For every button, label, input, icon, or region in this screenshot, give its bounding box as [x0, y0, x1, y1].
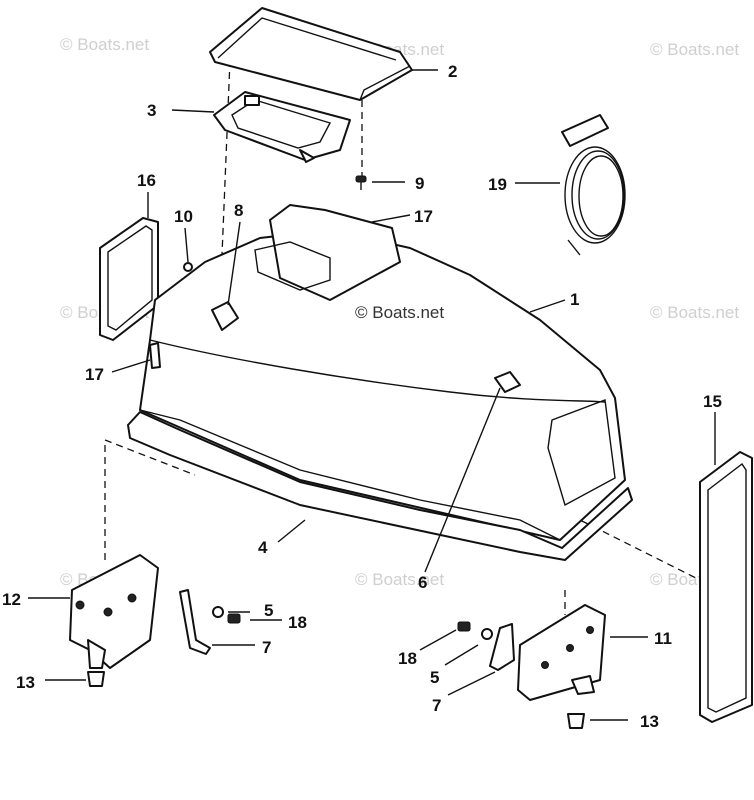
assembly-lines — [104, 59, 701, 615]
leader-lines — [28, 69, 716, 721]
part-13-grommet-left — [87, 671, 105, 687]
part-18-right-bolt — [457, 621, 471, 632]
part-3-intake-frame — [213, 91, 351, 163]
callout-13-left: 13 — [16, 673, 35, 692]
callout-18-right: 18 — [398, 649, 417, 668]
callout-9: 9 — [415, 174, 424, 193]
part-4-seal — [127, 411, 633, 561]
callout-14: 15 — [703, 392, 722, 411]
callout-10: 10 — [174, 207, 193, 226]
callout-13-right: 13 — [640, 712, 659, 731]
part-10-clip — [183, 262, 193, 272]
callout-5-left: 5 — [264, 601, 273, 620]
watermark-mid-right: © Boats.net — [650, 303, 739, 322]
part-18-left-bolt — [227, 613, 241, 624]
callout-4: 4 — [258, 538, 268, 557]
callouts: 2 3 9 19 17 16 10 8 1 17 15 4 6 12 5 18 … — [2, 62, 722, 731]
part-14-right-panel — [699, 451, 753, 723]
callout-2: 2 — [448, 62, 457, 81]
callout-12: 12 — [2, 590, 21, 609]
watermark-main: © Boats.net — [355, 303, 444, 322]
part-2-hatch-cover — [209, 7, 413, 101]
callout-6: 6 — [418, 573, 427, 592]
callout-15: 16 — [137, 171, 156, 190]
callout-7-right: 7 — [432, 696, 441, 715]
part-13-grommet-right — [567, 713, 585, 729]
callout-3: 3 — [147, 101, 156, 120]
part-11-right-bracket — [517, 604, 606, 701]
part-5-right-washer — [481, 628, 493, 640]
part-15-left-panel — [99, 217, 159, 341]
callout-16: 17 — [414, 207, 433, 226]
callout-8: 8 — [234, 201, 243, 220]
callout-17: 17 — [85, 365, 104, 384]
watermark-bottom-center: © Boats.net — [355, 570, 444, 589]
watermark-top-right: © Boats.net — [650, 40, 739, 59]
part-19-rope-handle — [561, 114, 626, 256]
callout-19: 19 — [488, 175, 507, 194]
part-1-cowl — [139, 204, 626, 541]
callout-1: 1 — [570, 290, 579, 309]
part-7-right-strap — [489, 623, 515, 671]
part-5-left-washer — [212, 606, 224, 618]
callout-7-left: 7 — [262, 638, 271, 657]
part-9-screw — [355, 175, 367, 190]
watermark-top-left: © Boats.net — [60, 35, 149, 54]
part-12-left-bracket — [69, 554, 159, 669]
callout-18-left: 18 — [288, 613, 307, 632]
callout-11: 11 — [654, 629, 672, 648]
part-7-left-strap — [179, 589, 211, 655]
callout-5-right: 5 — [430, 668, 439, 687]
